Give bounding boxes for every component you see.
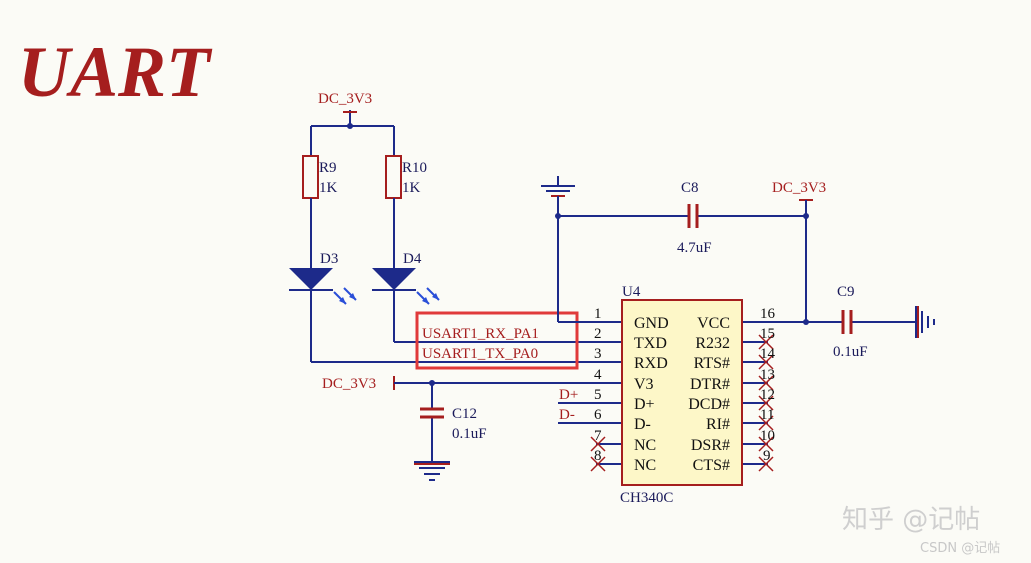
pin-num: 9: [763, 448, 771, 464]
chip-right-pin-numbers: 16 15 14 13 12 11 10 9: [760, 306, 776, 464]
d3-ref: D3: [320, 251, 338, 267]
watermark-sub: CSDN @记帖: [920, 541, 1000, 556]
pin-name: R232: [695, 335, 730, 352]
pin-num: 5: [594, 387, 602, 403]
chip-left-pin-names: GND TXD RXD V3 D+ D- NC NC: [634, 315, 669, 474]
signal-dminus: D-: [559, 407, 575, 423]
pin-name: NC: [634, 457, 656, 474]
pin-name: RXD: [634, 355, 668, 372]
c8-value: 4.7uF: [677, 240, 712, 256]
c9-ref: C9: [837, 284, 855, 300]
pin-name: GND: [634, 315, 669, 332]
pin-name: CTS#: [693, 457, 730, 474]
pin-num: 15: [760, 326, 775, 342]
pin-num: 8: [594, 448, 602, 464]
pin-num: 3: [594, 346, 602, 362]
pin-num: 1: [594, 306, 602, 322]
pin-num: 12: [760, 387, 775, 403]
pin-name: RTS#: [694, 355, 730, 372]
pin-num: 14: [760, 346, 776, 362]
capacitor-c9: [841, 310, 853, 334]
capacitor-c8: [687, 204, 699, 228]
pin-num: 16: [760, 306, 776, 322]
pin-name: D+: [634, 396, 655, 413]
pin-name: DSR#: [691, 437, 730, 454]
pin-num: 13: [760, 367, 775, 383]
pin-name: D-: [634, 416, 651, 433]
pin-name: DTR#: [690, 376, 730, 393]
nc-markers-right: [758, 334, 774, 472]
pin-name: DCD#: [688, 396, 730, 413]
diagram-title: UART: [18, 32, 213, 112]
chip-ref: U4: [622, 284, 641, 300]
signal-dplus: D+: [559, 387, 578, 403]
d4-ref: D4: [403, 251, 422, 267]
led-d4: D4: [372, 251, 440, 342]
pin-num: 4: [594, 367, 602, 383]
chip-left-pin-numbers: 1 2 3 4 5 6 7 8: [594, 306, 602, 464]
usart-highlight-box: [415, 311, 579, 370]
r10-value: 1K: [402, 180, 421, 196]
signal-usart1-rx: USART1_RX_PA1: [422, 326, 539, 342]
chip-part: CH340C: [620, 490, 673, 506]
r9-ref: R9: [319, 160, 337, 176]
pin-num: 7: [594, 428, 602, 444]
pin-num: 11: [760, 407, 774, 423]
c8-ref: C8: [681, 180, 699, 196]
resistor-r10: R10 1K: [385, 155, 427, 268]
pin-num: 2: [594, 326, 602, 342]
ground-top: [541, 176, 575, 197]
chip-right-pin-names: VCC R232 RTS# DTR# DCD# RI# DSR# CTS#: [688, 315, 730, 474]
c9-value: 0.1uF: [833, 344, 868, 360]
pin-num: 6: [594, 407, 602, 423]
ground-right: [915, 306, 935, 338]
resistor-r9: R9 1K: [302, 155, 338, 268]
pin-num: 10: [760, 428, 775, 444]
r9-value: 1K: [319, 180, 338, 196]
watermark-main: 知乎 @记帖: [842, 505, 980, 535]
power-rail-led: [310, 110, 395, 156]
net-label-dc3v3-right: DC_3V3: [772, 180, 826, 196]
pin-name: TXD: [634, 335, 667, 352]
net-label-dc3v3-left: DC_3V3: [322, 376, 376, 392]
signal-usart1-tx: USART1_TX_PA0: [422, 346, 538, 362]
pin-name: RI#: [706, 416, 730, 433]
nc-markers-left: [590, 436, 606, 472]
pin-name: NC: [634, 437, 656, 454]
capacitor-c12: [420, 407, 444, 419]
c12-value: 0.1uF: [452, 426, 487, 442]
led-d3: D3: [289, 251, 357, 362]
pin-name: VCC: [697, 315, 730, 332]
r10-ref: R10: [402, 160, 427, 176]
pin-name: V3: [634, 376, 654, 393]
net-label-dc3v3-top: DC_3V3: [318, 91, 372, 107]
c12-ref: C12: [452, 406, 477, 422]
ground-left: [414, 461, 450, 481]
chip-ch340c-body: [621, 299, 743, 486]
